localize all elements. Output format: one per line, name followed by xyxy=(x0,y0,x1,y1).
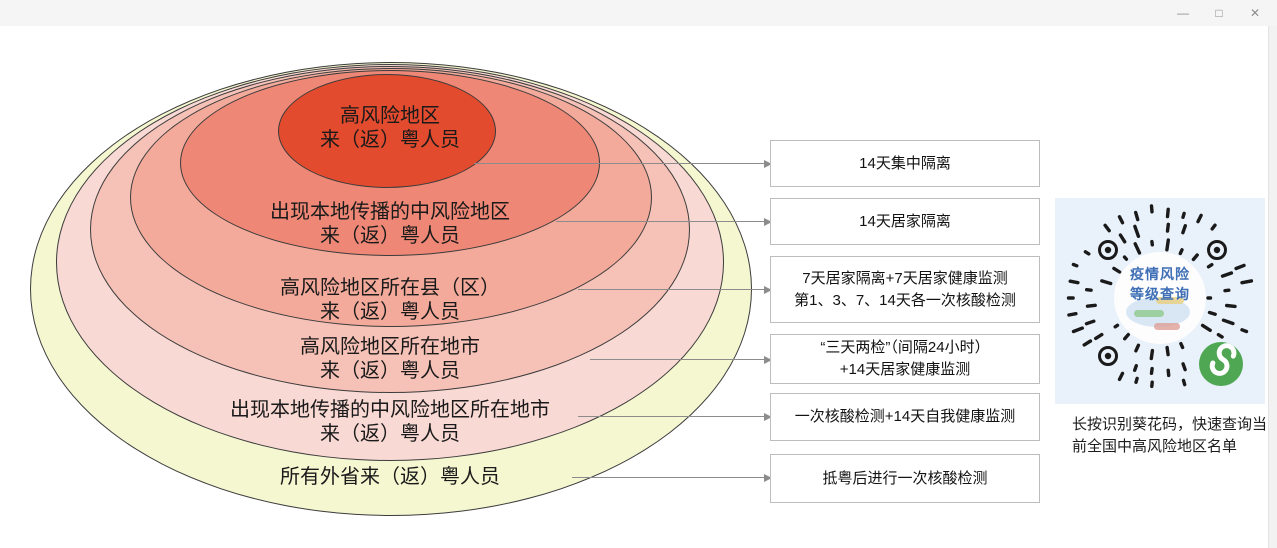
ring-label-line: 来（返）粤人员 xyxy=(320,301,460,323)
arrow-right-icon xyxy=(764,159,772,168)
ring-label-high-risk-area: 高风险地区 来（返）粤人员 xyxy=(90,104,690,152)
qr-center-label-line: 等级查询 xyxy=(1130,286,1190,302)
ring-label-medium-risk-local-spread: 出现本地传播的中风险地区 来（返）粤人员 xyxy=(90,200,690,248)
measure-box-5: 一次核酸检测+14天自我健康监测 xyxy=(770,393,1040,441)
measure-text: 14天集中隔离 xyxy=(859,154,951,172)
map-tag-yellow xyxy=(1156,297,1184,304)
qr-center-label: 疫情风险 等级查询 xyxy=(1055,264,1265,304)
arrow-right-icon xyxy=(764,355,772,364)
ring-label-line: 出现本地传播的中风险地区 xyxy=(270,201,510,223)
measure-box-3: 7天居家隔离+7天居家健康监测 第1、3、7、14天各一次核酸检测 xyxy=(770,256,1040,323)
ring-label-line: 高风险地区 xyxy=(340,105,440,127)
scrollbar-track[interactable] xyxy=(1268,26,1277,548)
map-tag-green xyxy=(1134,310,1164,317)
connector-line-2 xyxy=(556,217,772,226)
ring-label-line: 来（返）粤人员 xyxy=(320,423,460,445)
connector-line-4 xyxy=(590,355,772,364)
measure-text: 第1、3、7、14天各一次核酸检测 xyxy=(794,291,1016,309)
measure-box-6: 抵粤后进行一次核酸检测 xyxy=(770,454,1040,503)
connector-line-5 xyxy=(578,412,772,421)
qr-center-label-line: 疫情风险 xyxy=(1130,266,1190,282)
ring-label-high-risk-city: 高风险地区所在地市 来（返）粤人员 xyxy=(90,335,690,383)
minimize-button[interactable]: — xyxy=(1177,6,1189,20)
measure-box-2: 14天居家隔离 xyxy=(770,198,1040,245)
ring-label-all-outside-province: 所有外省来（返）粤人员 xyxy=(90,465,690,489)
arrow-right-icon xyxy=(764,473,772,482)
ring-label-line: 来（返）粤人员 xyxy=(320,129,460,151)
ring-high-risk-area xyxy=(278,74,496,188)
measure-box-4: “三天两检”（间隔24小时） +14天居家健康监测 xyxy=(770,334,1040,384)
ring-label-line: 高风险地区所在县（区） xyxy=(280,277,500,299)
connector-line-3 xyxy=(578,285,772,294)
arrow-right-icon xyxy=(764,217,772,226)
ring-label-line: 出现本地传播的中风险地区所在地市 xyxy=(230,399,550,421)
miniprogram-logo-icon xyxy=(1199,342,1243,386)
measure-text: 抵粤后进行一次核酸检测 xyxy=(822,469,988,487)
measure-text: 7天居家隔离+7天居家健康监测 xyxy=(802,269,1008,287)
qr-code xyxy=(1066,204,1254,389)
measure-text: 14天居家隔离 xyxy=(859,212,951,230)
ring-label-line: 来（返）粤人员 xyxy=(320,225,460,247)
connector-line-1 xyxy=(474,159,772,168)
ring-label-line: 所有外省来（返）粤人员 xyxy=(280,466,500,488)
arrow-right-icon xyxy=(764,412,772,421)
measure-text: +14天居家健康监测 xyxy=(839,361,971,378)
qr-caption-line: 前全国中高风险地区名单 xyxy=(1072,438,1238,455)
ring-label-high-risk-county: 高风险地区所在县（区） 来（返）粤人员 xyxy=(90,276,690,324)
ring-label-line: 来（返）粤人员 xyxy=(320,360,460,382)
qr-finder-eyes xyxy=(1098,240,1227,366)
map-tag-red xyxy=(1154,323,1180,330)
connector-line-6 xyxy=(572,473,772,482)
maximize-button[interactable]: □ xyxy=(1215,6,1223,20)
qr-panel: 疫情风险 等级查询 xyxy=(1055,198,1265,404)
window-titlebar: — □ ✕ xyxy=(0,0,1277,26)
ring-label-line: 高风险地区所在地市 xyxy=(300,336,480,358)
measure-box-1: 14天集中隔离 xyxy=(770,140,1040,187)
close-button[interactable]: ✕ xyxy=(1249,6,1261,20)
qr-dash-pattern xyxy=(1066,204,1254,389)
arrow-right-icon xyxy=(764,285,772,294)
ring-label-medium-risk-spread-city: 出现本地传播的中风险地区所在地市 来（返）粤人员 xyxy=(90,398,690,446)
measure-text: 一次核酸检测+14天自我健康监测 xyxy=(794,408,1016,425)
qr-caption: 长按识别葵花码，快速查询当 前全国中高风险地区名单 xyxy=(1072,414,1272,458)
measure-text: “三天两检”（间隔24小时） xyxy=(820,339,990,356)
qr-caption-line: 长按识别葵花码，快速查询当 xyxy=(1072,416,1268,433)
